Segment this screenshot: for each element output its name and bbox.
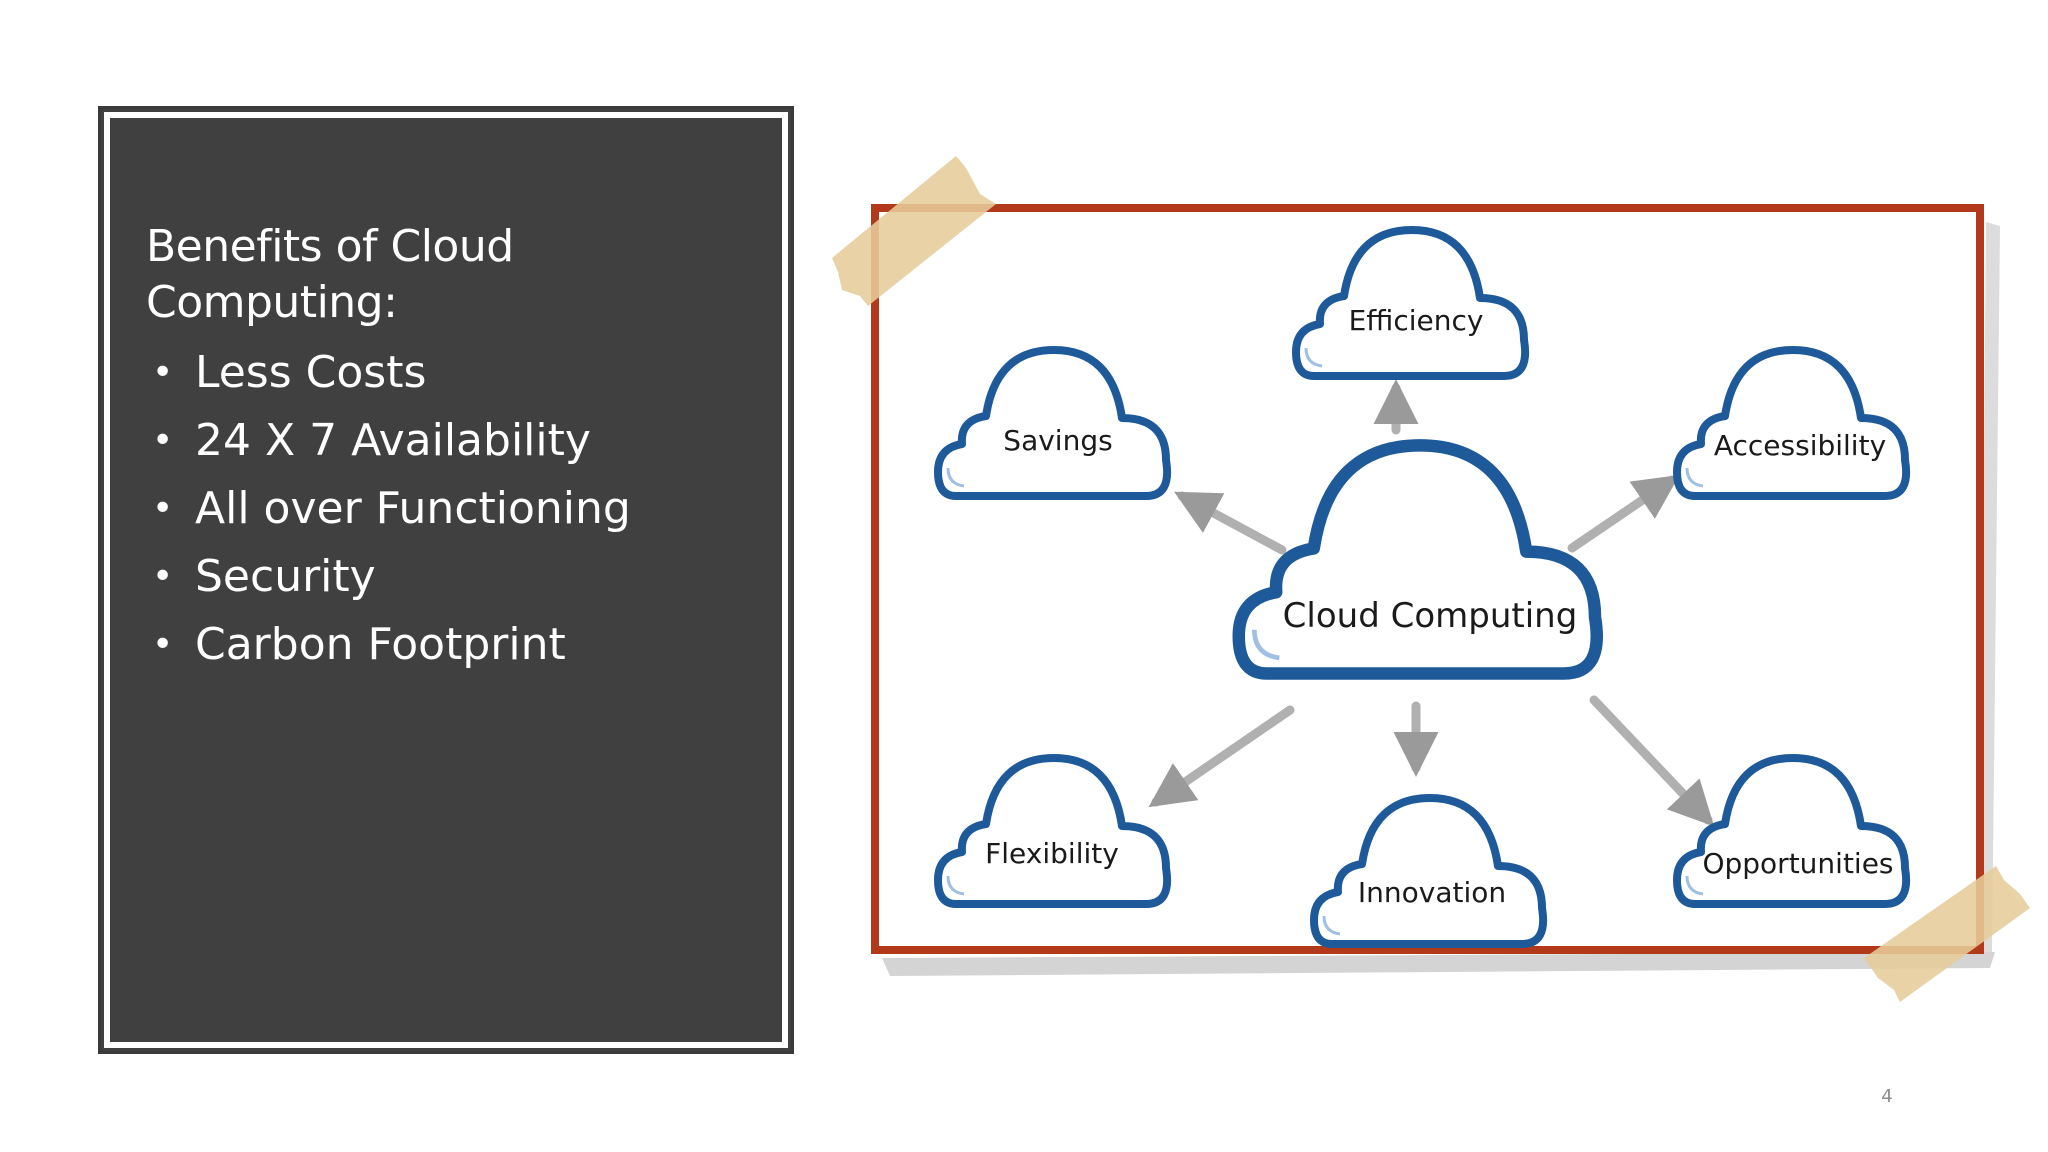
benefit-label: Less Costs xyxy=(195,347,427,398)
tape-bottom-right xyxy=(1864,866,2030,1002)
list-item: • All over Functioning xyxy=(146,475,631,543)
frame-shadow xyxy=(882,952,1995,976)
opportunities-label: Opportunities xyxy=(1702,847,1893,880)
bullet-icon: • xyxy=(152,556,174,597)
list-item: • Less Costs xyxy=(146,339,631,407)
arrow-to-opportunities xyxy=(1589,695,1715,827)
benefit-list: • Less Costs • 24 X 7 Availability • All ov… xyxy=(146,339,631,679)
text-panel: Benefits of Cloud Computing: • Less Costs… xyxy=(98,106,794,1054)
frame-shadow-right xyxy=(1980,222,2000,952)
bullet-icon: • xyxy=(152,624,174,665)
page-number: 4 xyxy=(1881,1086,1893,1107)
list-item: • Carbon Footprint xyxy=(146,611,631,679)
bullet-icon: • xyxy=(152,488,174,529)
cloud-diagram-image: Efficiency Savings Accessibility Cloud C… xyxy=(820,140,2040,1020)
cloud-diagram-svg: Efficiency Savings Accessibility Cloud C… xyxy=(832,156,2030,1002)
flexibility-label: Flexibility xyxy=(985,837,1119,870)
list-item: • Security xyxy=(146,543,631,611)
panel-inner-border xyxy=(108,116,784,1044)
center-label: Cloud Computing xyxy=(1283,596,1578,636)
innovation-label: Innovation xyxy=(1358,876,1506,909)
savings-label: Savings xyxy=(1003,424,1112,457)
benefit-label: 24 X 7 Availability xyxy=(195,415,591,466)
benefit-label: Carbon Footprint xyxy=(195,619,566,670)
tape-top-left xyxy=(832,156,996,306)
benefit-label: All over Functioning xyxy=(195,483,631,534)
accessibility-label: Accessibility xyxy=(1714,429,1886,462)
list-item: • 24 X 7 Availability xyxy=(146,407,631,475)
bullet-icon: • xyxy=(152,420,174,461)
diagram-arrows xyxy=(1148,379,1715,827)
arrow-to-flexibility xyxy=(1148,705,1295,808)
panel-heading: Benefits of Cloud Computing: xyxy=(146,221,514,328)
arrow-to-savings xyxy=(1174,491,1287,555)
efficiency-label: Efficiency xyxy=(1349,304,1484,337)
bullet-icon: • xyxy=(152,352,174,393)
arrow-to-accessibility xyxy=(1567,474,1680,553)
benefit-label: Security xyxy=(195,551,376,602)
